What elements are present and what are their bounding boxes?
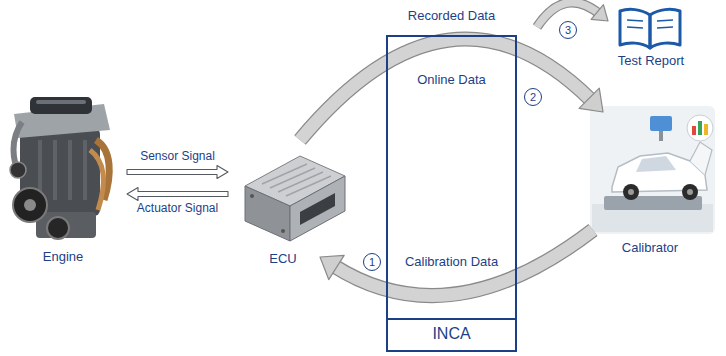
book-icon — [620, 9, 680, 48]
node-text: Recorded Data — [408, 9, 495, 24]
engine-illustration — [10, 97, 110, 239]
node-text: Engine — [43, 250, 83, 265]
connector — [320, 230, 593, 296]
arrow-head — [320, 255, 344, 279]
flow-arrow — [300, 39, 592, 140]
signal-arrow — [127, 188, 228, 201]
arrow-head — [591, 5, 608, 21]
connector — [127, 166, 228, 179]
node-text: ECU — [269, 252, 296, 267]
report-node: Test Report — [612, 3, 690, 71]
edge-label: Sensor Signal — [138, 150, 217, 164]
inca-box: Recorded DataOnline DataCalibration Data… — [386, 35, 517, 352]
node-text: Calibration Data — [405, 255, 498, 270]
signal-arrow — [127, 166, 228, 179]
node-text: Online Data — [417, 73, 486, 88]
callout-number: 2 — [524, 88, 542, 106]
arrow-head — [579, 88, 603, 112]
connector — [127, 188, 228, 201]
edge-label: Actuator Signal — [135, 202, 220, 216]
flow-arrow-outline — [333, 230, 593, 296]
callout-number: 3 — [559, 21, 577, 39]
calibrator-illustration — [590, 106, 715, 234]
flow-arrow — [333, 230, 593, 296]
node-text: INCA — [432, 325, 470, 343]
flow-arrow-outline — [300, 39, 592, 140]
connector — [300, 39, 603, 140]
ecu-illustration — [245, 156, 345, 241]
engine-node: Engine — [5, 92, 121, 268]
ecu-node: ECU — [235, 140, 345, 265]
separator-line — [388, 318, 515, 320]
callout-number: 1 — [363, 253, 381, 271]
node-text: Test Report — [618, 54, 684, 69]
node-text: Calibrator — [622, 241, 678, 256]
calibrator-node: Calibrator — [585, 100, 720, 260]
